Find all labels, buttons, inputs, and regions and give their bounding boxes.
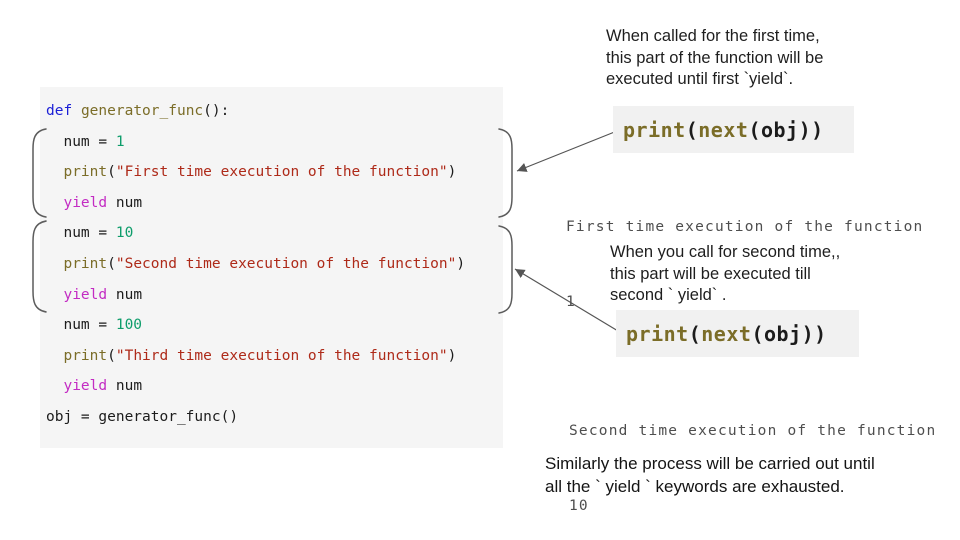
brace-group2-left — [32, 220, 47, 313]
code-line: print(next(obj)) — [623, 117, 824, 142]
code-line: yield num — [63, 286, 143, 303]
annotation-exhausted: Similarly the process will be carried ou… — [545, 452, 875, 498]
code-line: yield num — [63, 378, 143, 395]
code-snippet-second-next-call: print(next(obj)) — [616, 310, 859, 357]
brace-group1-left — [32, 128, 47, 218]
annotation-line: this part will be executed till — [610, 264, 811, 283]
code-line: num = 10 — [46, 225, 134, 242]
output-second-call: Second time execution of the function 10 — [569, 369, 936, 540]
annotation-line: executed until first `yield`. — [606, 70, 794, 88]
code-line: print("Second time execution of the func… — [63, 255, 466, 272]
code-line: print(next(obj)) — [626, 321, 827, 346]
output-first-call: First time execution of the function 1 — [566, 165, 923, 365]
code-snippet-first-next-call: print(next(obj)) — [613, 106, 854, 153]
annotation-line: Similarly the process will be carried ou… — [545, 454, 875, 473]
output-line: Second time execution of the function — [569, 423, 937, 439]
annotation-first-call: When called for the first time, this par… — [606, 26, 823, 91]
annotation-line: second ` yield` . — [610, 286, 727, 304]
code-line: obj = generator_func() — [46, 408, 239, 425]
output-line: 1 — [566, 294, 576, 310]
output-line: First time execution of the function — [566, 219, 924, 235]
code-line: def generator_func(): — [46, 103, 230, 119]
code-line: yield num — [63, 194, 143, 211]
annotation-line: When you call for second time,, — [610, 243, 841, 261]
annotation-line: When called for the first time, — [606, 27, 820, 45]
code-line: num = 1 — [46, 133, 125, 150]
code-block: def generator_func(): num = 1 print("Fir… — [40, 87, 503, 448]
annotation-second-call: When you call for second time,, this par… — [610, 242, 840, 307]
code-line: print("First time execution of the funct… — [63, 164, 457, 181]
annotation-line: this part of the function will be — [606, 48, 824, 67]
brace-group1-right — [498, 128, 513, 218]
brace-group2-right — [498, 225, 513, 314]
code-line: num = 100 — [46, 317, 143, 334]
code-line: print("Third time execution of the funct… — [63, 347, 457, 364]
annotation-line: all the ` yield ` keywords are exhausted… — [545, 477, 845, 496]
output-line: 10 — [569, 498, 589, 514]
